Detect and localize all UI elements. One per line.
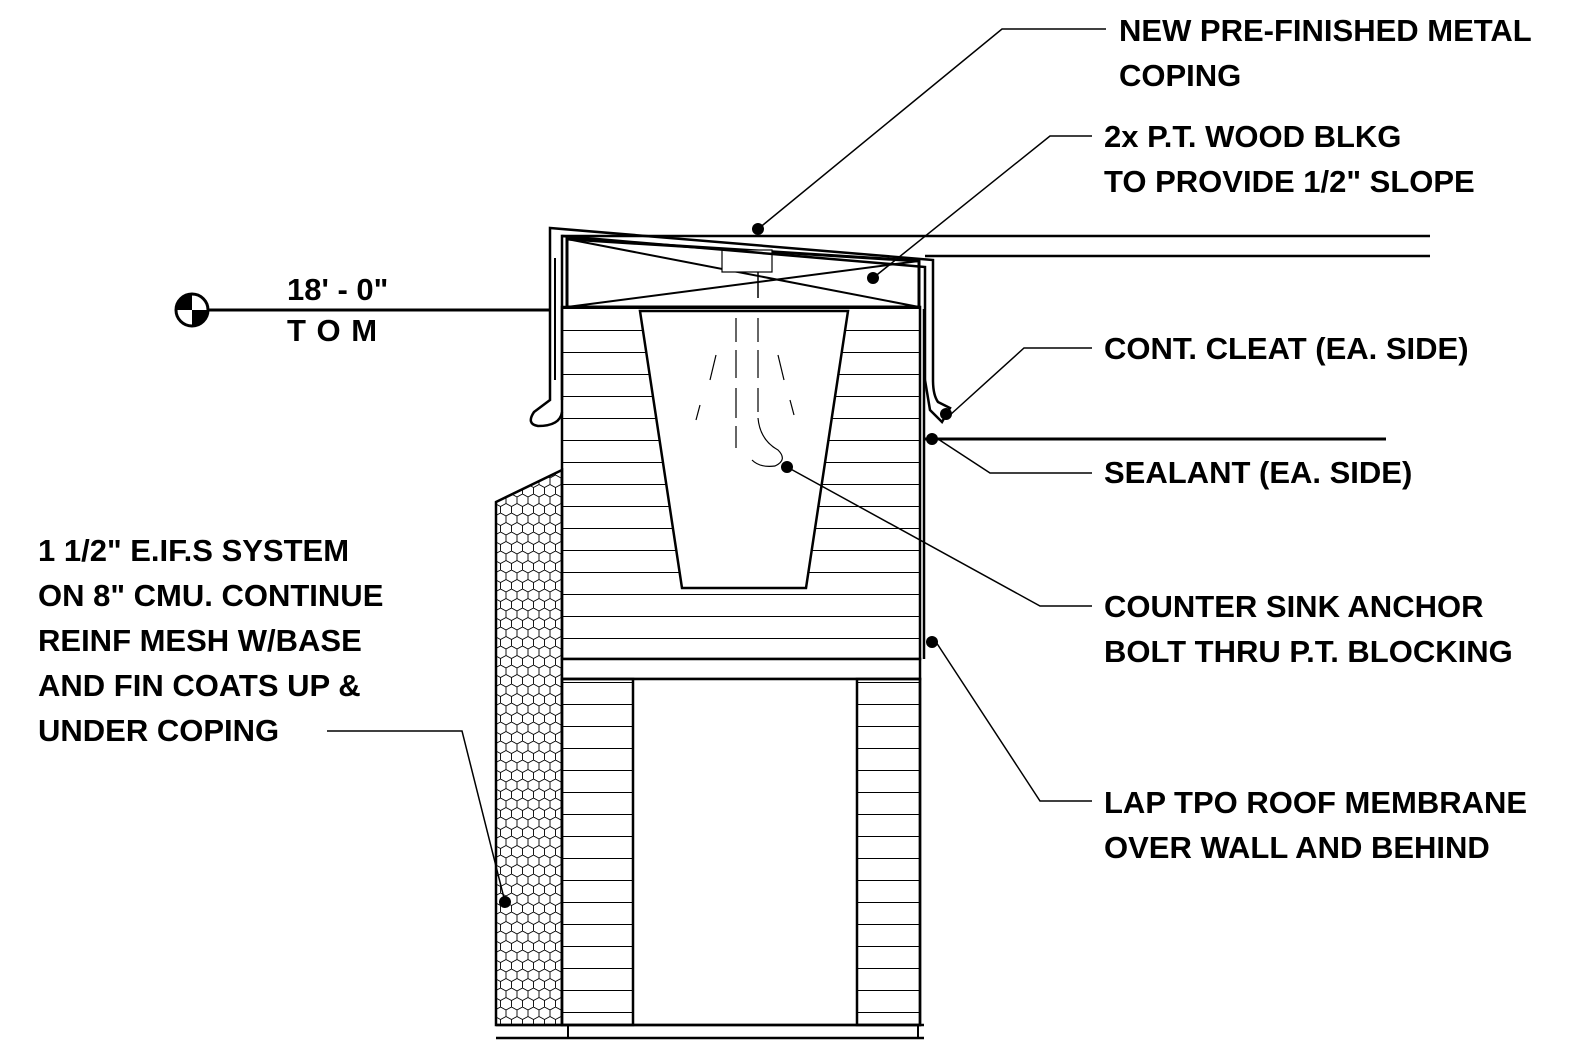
eifs-insulation (494, 468, 564, 1027)
leader-lines (327, 28, 1106, 903)
blocking-dot (867, 272, 879, 284)
eifs-dot (499, 896, 511, 908)
wood-blocking (565, 237, 921, 309)
elevation-label: T O M (287, 313, 379, 348)
elevation-marker (174, 292, 550, 328)
note-blocking-line2: TO PROVIDE 1/2" SLOPE (1104, 164, 1475, 199)
coping-leader (757, 28, 1106, 230)
note-eifs: 1 1/2" E.IF.S SYSTEM ON 8" CMU. CONTINUE… (38, 528, 383, 753)
note-cleat-line1: CONT. CLEAT (EA. SIDE) (1104, 331, 1469, 366)
note-sealant: SEALANT (EA. SIDE) (1104, 450, 1412, 495)
metal-coping (529, 226, 1430, 428)
blocking-leader (872, 135, 1092, 279)
note-blocking: 2x P.T. WOOD BLKG TO PROVIDE 1/2" SLOPE (1104, 114, 1475, 204)
note-coping: NEW PRE-FINISHED METAL COPING (1119, 8, 1532, 98)
anchor-dot (781, 461, 793, 473)
leader-dots (499, 223, 952, 908)
sealant-leader (937, 438, 1092, 474)
note-membrane-line2: OVER WALL AND BEHIND (1104, 830, 1490, 865)
note-eifs-line5: UNDER COPING (38, 713, 280, 748)
cmu-block (496, 657, 924, 1040)
roof-membrane (922, 309, 1386, 659)
note-coping-line2: COPING (1119, 58, 1242, 93)
sealant-dot (926, 433, 938, 445)
coping-dot (752, 223, 764, 235)
note-coping-line1: NEW PRE-FINISHED METAL (1119, 13, 1532, 48)
cleat-dot (940, 408, 952, 420)
anchor-leader (786, 466, 1092, 607)
note-membrane-line1: LAP TPO ROOF MEMBRANE (1104, 785, 1528, 820)
note-anchor-line1: COUNTER SINK ANCHOR (1104, 589, 1484, 624)
note-eifs-line4: AND FIN COATS UP & (38, 668, 361, 703)
eifs-leader (327, 730, 506, 903)
note-cleat: CONT. CLEAT (EA. SIDE) (1104, 326, 1469, 371)
anchor-bolt (695, 249, 795, 467)
note-eifs-line3: REINF MESH W/BASE (38, 623, 362, 658)
note-eifs-line2: ON 8" CMU. CONTINUE (38, 578, 384, 613)
note-blocking-line1: 2x P.T. WOOD BLKG (1104, 119, 1402, 154)
note-anchor-line2: BOLT THRU P.T. BLOCKING (1104, 634, 1513, 669)
membrane-dot (926, 636, 938, 648)
membrane-leader (935, 641, 1092, 802)
cmu-bond-beam (560, 305, 922, 661)
note-sealant-line1: SEALANT (EA. SIDE) (1104, 455, 1413, 490)
note-membrane: LAP TPO ROOF MEMBRANE OVER WALL AND BEHI… (1104, 780, 1527, 870)
cleat-leader (949, 347, 1092, 416)
elevation-value: 18' - 0" (287, 272, 389, 307)
note-eifs-line1: 1 1/2" E.IF.S SYSTEM (38, 533, 350, 568)
note-anchor: COUNTER SINK ANCHOR BOLT THRU P.T. BLOCK… (1104, 584, 1513, 674)
